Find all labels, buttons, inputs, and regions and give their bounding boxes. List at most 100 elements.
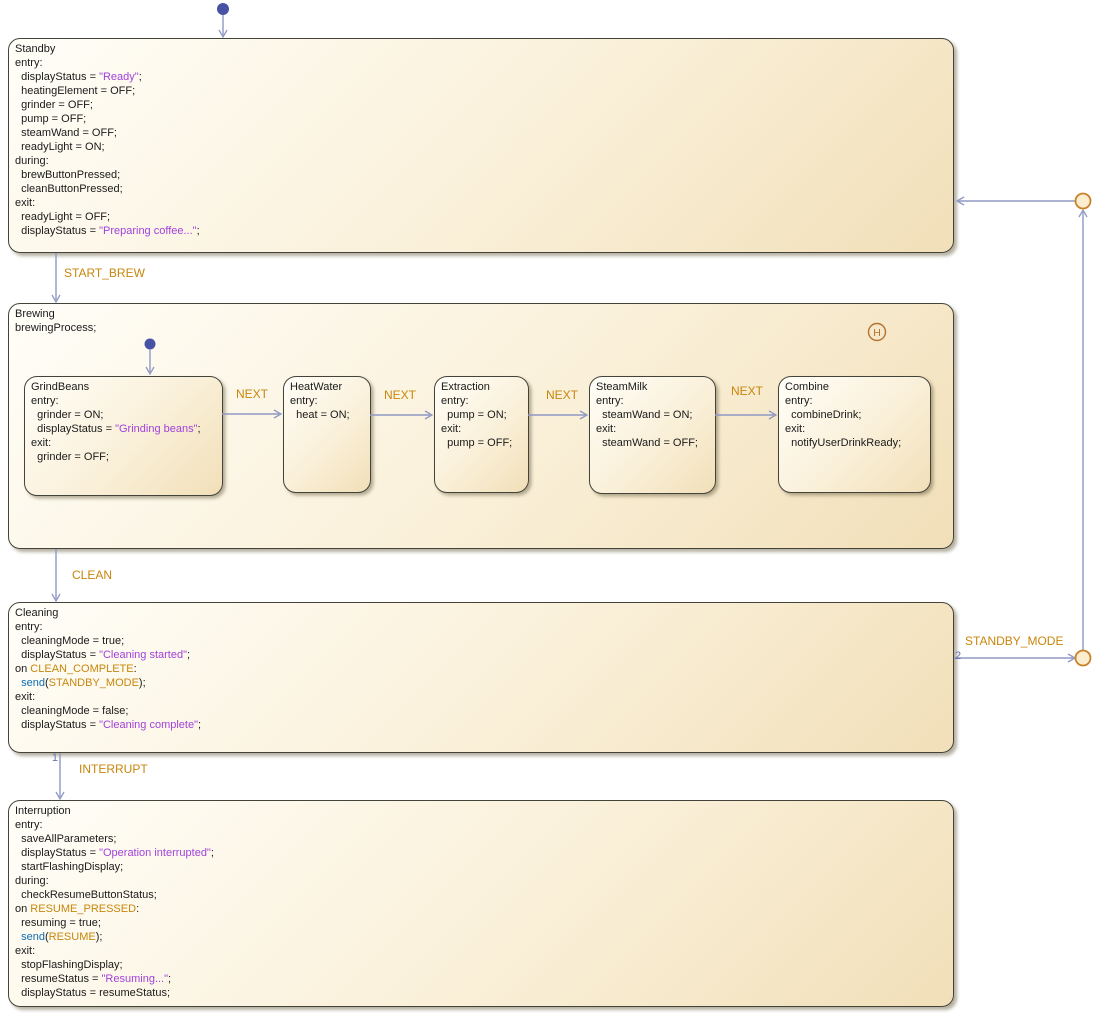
code-line: cleaningMode = false;: [15, 705, 129, 717]
code-line: Standby: [15, 43, 56, 55]
code-line: displayStatus = "Operation interrupted";: [15, 847, 214, 859]
code-line: cleanButtonPressed;: [15, 183, 123, 195]
code-line: Cleaning: [15, 607, 59, 619]
code-line: steamWand = OFF;: [15, 127, 117, 139]
brewing-initial-dot[interactable]: [144, 338, 156, 350]
code-line: cleaningMode = true;: [15, 635, 125, 647]
code-line: checkResumeButtonStatus;: [15, 889, 157, 901]
substate-grindbeans-code: GrindBeans entry: grinder = ON; displaySt…: [25, 377, 222, 467]
transition-label-clean[interactable]: CLEAN: [72, 568, 113, 582]
code-line: entry:: [15, 57, 43, 69]
code-line: exit:: [31, 437, 52, 449]
initial-transition-dot[interactable]: [217, 3, 229, 15]
state-cleaning[interactable]: Cleaning entry: cleaningMode = true; disp…: [8, 602, 954, 753]
code-line: grinder = OFF;: [31, 451, 109, 463]
code-line: exit:: [785, 423, 806, 435]
code-line: HeatWater: [290, 381, 343, 393]
code-line: on CLEAN_COMPLETE:: [15, 663, 137, 675]
transition-next-2-arrowhead: [424, 410, 434, 420]
code-line: Extraction: [441, 381, 490, 393]
code-line: GrindBeans: [31, 381, 90, 393]
history-junction[interactable]: [867, 322, 887, 342]
transition-order-interrupt: 1: [51, 752, 58, 764]
transition-label-standby-mode[interactable]: STANDBY_MODE: [965, 634, 1064, 648]
transition-label-next-4[interactable]: NEXT: [731, 384, 764, 398]
code-line: during:: [15, 155, 49, 167]
substate-grindbeans[interactable]: GrindBeans entry: grinder = ON; displaySt…: [24, 376, 223, 496]
state-brewing[interactable]: Brewing brewingProcess; GrindBeans entry: …: [8, 303, 954, 549]
code-line: Brewing: [15, 308, 55, 320]
transition-label-next-2[interactable]: NEXT: [384, 388, 417, 402]
code-line: notifyUserDrinkReady;: [785, 437, 902, 449]
substate-combine[interactable]: Combine entry: combineDrink; exit: notifyU…: [778, 376, 931, 493]
initial-transition-arrowhead: [218, 29, 228, 39]
code-line: entry:: [15, 621, 43, 633]
code-line: readyLight = ON;: [15, 141, 105, 153]
code-line: entry:: [31, 395, 59, 407]
code-line: on RESUME_PRESSED:: [15, 903, 140, 915]
code-line: readyLight = OFF;: [15, 211, 111, 223]
transition-next-1-arrowhead: [273, 409, 283, 419]
transition-label-start-brew[interactable]: START_BREW: [64, 266, 145, 280]
substate-extraction[interactable]: Extraction entry: pump = ON; exit: pump = …: [434, 376, 529, 493]
code-line: displayStatus = "Preparing coffee...";: [15, 225, 200, 237]
transition-next-3-arrowhead: [579, 410, 589, 420]
code-line: entry:: [15, 819, 43, 831]
substate-combine-code: Combine entry: combineDrink; exit: notifyU…: [779, 377, 930, 453]
brewing-initial-arrowhead: [145, 366, 155, 376]
junction-top-right[interactable]: [1074, 192, 1092, 210]
code-line: grinder = OFF;: [15, 99, 93, 111]
code-line: startFlashingDisplay;: [15, 861, 124, 873]
code-line: SteamMilk: [596, 381, 648, 393]
code-line: saveAllParameters;: [15, 833, 117, 845]
code-line: displayStatus = resumeStatus;: [15, 987, 170, 999]
substate-heatwater-code: HeatWater entry: heat = ON;: [284, 377, 370, 425]
code-line: brewButtonPressed;: [15, 169, 121, 181]
code-line: brewingProcess;: [15, 322, 97, 334]
code-line: exit:: [15, 945, 36, 957]
code-line: displayStatus = "Cleaning started";: [15, 649, 191, 661]
code-line: send(RESUME);: [21, 931, 103, 943]
code-line: entry:: [785, 395, 813, 407]
code-line: entry:: [441, 395, 469, 407]
transition-order-standby-mode: 2: [955, 650, 962, 662]
transition-label-next-3[interactable]: NEXT: [546, 388, 579, 402]
code-line: entry:: [596, 395, 624, 407]
substate-extraction-code: Extraction entry: pump = ON; exit: pump = …: [435, 377, 528, 453]
code-line: exit:: [15, 691, 36, 703]
junction-bottom-right[interactable]: [1074, 649, 1092, 667]
code-line: displayStatus = "Grinding beans";: [31, 423, 201, 435]
code-line: steamWand = ON;: [596, 409, 693, 421]
code-line: heat = ON;: [290, 409, 350, 421]
transition-interrupt-arrowhead: [55, 791, 65, 801]
code-line: grinder = ON;: [31, 409, 104, 421]
transition-start-brew-arrowhead: [51, 294, 61, 304]
transition-label-interrupt[interactable]: INTERRUPT: [79, 762, 148, 776]
code-line: exit:: [441, 423, 462, 435]
transition-label-next-1[interactable]: NEXT: [236, 387, 269, 401]
code-line: displayStatus = "Cleaning complete";: [15, 719, 202, 731]
state-brewing-code: Brewing brewingProcess;: [9, 304, 953, 338]
code-line: Combine: [785, 381, 830, 393]
code-line: pump = OFF;: [441, 437, 513, 449]
code-line: heatingElement = OFF;: [15, 85, 136, 97]
code-line: resuming = true;: [15, 917, 101, 929]
code-line: exit:: [15, 197, 36, 209]
code-line: stopFlashingDisplay;: [15, 959, 123, 971]
code-line: combineDrink;: [785, 409, 862, 421]
substate-heatwater[interactable]: HeatWater entry: heat = ON;: [283, 376, 371, 493]
state-cleaning-code: Cleaning entry: cleaningMode = true; disp…: [9, 603, 953, 735]
transition-next-4-arrowhead: [768, 410, 778, 420]
code-line: pump = OFF;: [15, 113, 87, 125]
code-line: entry:: [290, 395, 318, 407]
code-line: pump = ON;: [441, 409, 507, 421]
history-junction-label: H: [873, 327, 881, 339]
code-line: resumeStatus = "Resuming...";: [15, 973, 172, 985]
code-line: send(STANDBY_MODE);: [21, 677, 146, 689]
